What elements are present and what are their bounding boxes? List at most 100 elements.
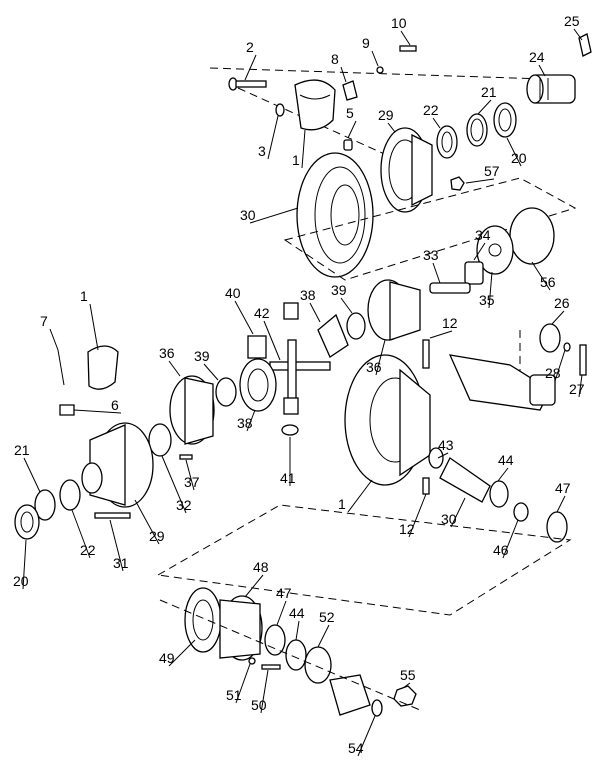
bolt-27	[579, 344, 587, 376]
callout-number: 42	[254, 305, 270, 321]
callout-number: 48	[253, 559, 269, 575]
ring-32	[148, 423, 172, 457]
callout-number: 1	[80, 288, 88, 304]
callout-leader-line	[235, 663, 251, 704]
callout-number: 32	[176, 497, 192, 513]
bolt-2	[228, 77, 267, 91]
callout-leader-line	[295, 620, 300, 641]
washer-28	[563, 342, 571, 352]
callout-leader-line	[465, 178, 495, 184]
callout-number: 6	[111, 397, 119, 413]
axle-shaft-24	[526, 74, 576, 104]
callout-leader-line	[473, 242, 486, 261]
callout-number: 44	[289, 605, 305, 621]
key-6	[59, 404, 75, 416]
callout-leader-line	[89, 303, 99, 351]
shaft-33	[429, 282, 471, 294]
callout-number: 40	[225, 285, 241, 301]
callout-number: 41	[280, 470, 296, 486]
bearing-cap-1	[294, 79, 336, 131]
callout-number: 8	[331, 51, 339, 67]
callout-leader-line	[263, 320, 281, 361]
pinion-cage-48	[219, 595, 263, 661]
callout-number: 12	[442, 315, 458, 331]
callout-number: 10	[391, 15, 407, 31]
callout-leader-line	[244, 54, 257, 81]
callout-number: 5	[346, 105, 354, 121]
seal-43	[428, 447, 444, 469]
callout-number: 12	[399, 521, 415, 537]
callout-leader-line	[347, 120, 357, 139]
callout-number: 36	[159, 345, 175, 361]
callout-number: 1	[338, 496, 346, 512]
callout-number: 46	[493, 542, 509, 558]
callout-leader-line	[554, 349, 566, 382]
top-diagonal-axis	[237, 87, 421, 171]
side-gear-38b	[239, 358, 277, 412]
bearing-22	[436, 125, 458, 159]
callout-leader-line	[573, 28, 583, 41]
callout-leader-line	[387, 122, 396, 133]
callout-leader-line	[551, 310, 565, 325]
callout-leader-line	[375, 339, 386, 376]
callout-number: 26	[554, 295, 570, 311]
differential-case-29	[380, 127, 433, 213]
callout-number: 37	[184, 474, 200, 490]
nut-57	[450, 176, 465, 191]
flange-35	[476, 225, 514, 275]
callout-number: 33	[423, 247, 439, 263]
gear-34	[464, 261, 484, 285]
bearing-44a	[489, 480, 509, 508]
callout-leader-line	[71, 509, 91, 559]
callout-leader-line	[22, 539, 27, 590]
pin-5	[343, 139, 353, 151]
callout-leader-line	[357, 715, 376, 757]
callout-number: 57	[484, 163, 500, 179]
axle-housing-1	[344, 354, 431, 486]
callout-leader-line	[347, 479, 373, 513]
pin-12a	[422, 339, 430, 369]
callout-leader-line	[408, 493, 427, 538]
bolt-10	[399, 45, 417, 52]
washer-39a	[346, 312, 366, 340]
case-half-36-left	[169, 375, 215, 445]
callout-leader-line	[488, 271, 493, 309]
callout-leader-line	[538, 64, 546, 77]
callout-leader-line	[276, 600, 287, 626]
bearing-22b	[59, 479, 81, 511]
callout-number: 36	[366, 359, 382, 375]
washer-51	[248, 657, 256, 665]
callout-number: 22	[80, 542, 96, 558]
lock-8	[342, 80, 358, 101]
callout-leader-line	[477, 99, 492, 115]
callout-number: 27	[569, 381, 585, 397]
callout-leader-line	[23, 457, 41, 493]
ring-gear-dashed-box	[283, 177, 577, 281]
callout-leader-line	[531, 261, 551, 291]
callout-number: 39	[331, 282, 347, 298]
washer-3	[275, 103, 285, 117]
callout-leader-line	[450, 497, 466, 528]
callout-leader-line	[161, 455, 187, 514]
screw-37	[179, 454, 193, 460]
callout-number: 2	[246, 39, 254, 55]
callout-leader-line	[371, 50, 379, 67]
callout-leader-line	[340, 297, 353, 314]
callout-number: 22	[423, 102, 439, 118]
callout-number: 30	[441, 511, 457, 527]
bolt-50	[261, 664, 281, 670]
ring-21b	[34, 489, 56, 521]
callout-number: 35	[479, 292, 495, 308]
callout-number: 52	[319, 609, 335, 625]
callout-number: 50	[251, 697, 267, 713]
bolt-31	[94, 512, 131, 519]
callout-leader-line	[185, 459, 195, 491]
cover-26	[539, 323, 561, 353]
callout-number: 9	[362, 35, 370, 51]
callout-leader-line	[506, 137, 522, 167]
callout-leader-line	[134, 499, 160, 545]
callout-number: 51	[226, 687, 242, 703]
washer-41	[281, 424, 299, 436]
